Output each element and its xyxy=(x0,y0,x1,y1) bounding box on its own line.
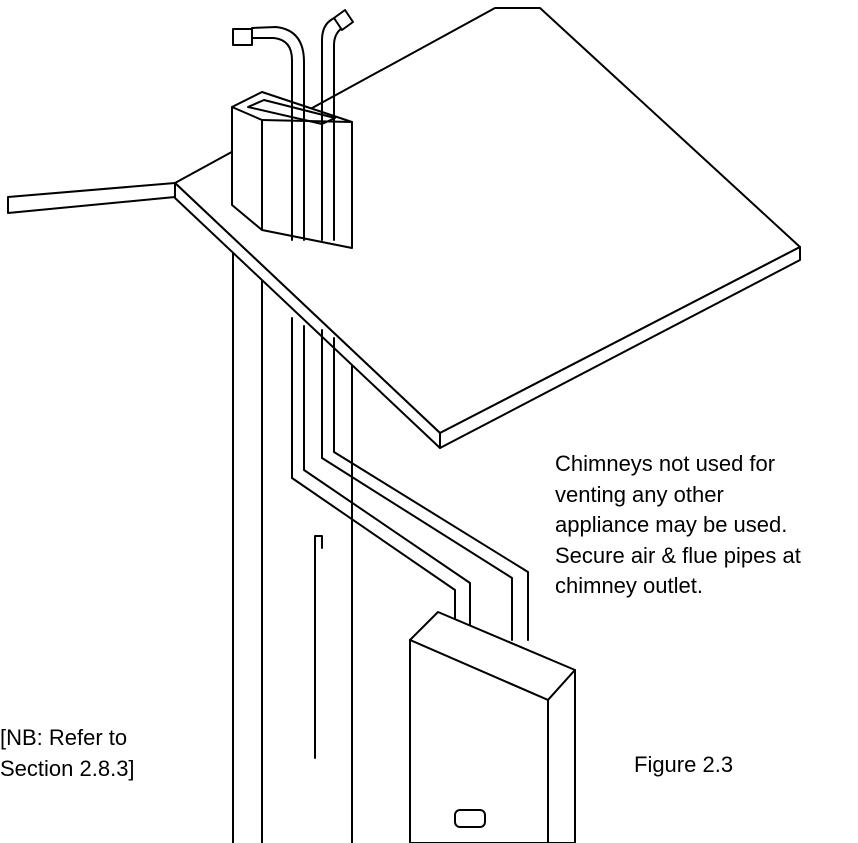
note-line: Chimneys not used for xyxy=(555,451,776,476)
reference-line: Section 2.8.3] xyxy=(0,756,135,781)
roof xyxy=(7,7,801,449)
chimney-stack xyxy=(232,244,353,843)
boiler xyxy=(409,611,576,843)
section-reference: [NB: Refer to Section 2.8.3] xyxy=(0,722,135,784)
note-line: chimney outlet. xyxy=(555,573,703,598)
chimney-note: Chimneys not used for venting any other … xyxy=(555,449,801,602)
terminal-pipes xyxy=(232,9,354,241)
reference-line: [NB: Refer to xyxy=(0,725,128,750)
note-line: venting any other xyxy=(555,481,724,507)
flue-air-pipes xyxy=(291,317,529,759)
note-line: Secure air & flue pipes at xyxy=(555,542,801,568)
figure-caption: Figure 2.3 xyxy=(634,752,734,777)
note-line: appliance may be used. xyxy=(555,512,788,537)
